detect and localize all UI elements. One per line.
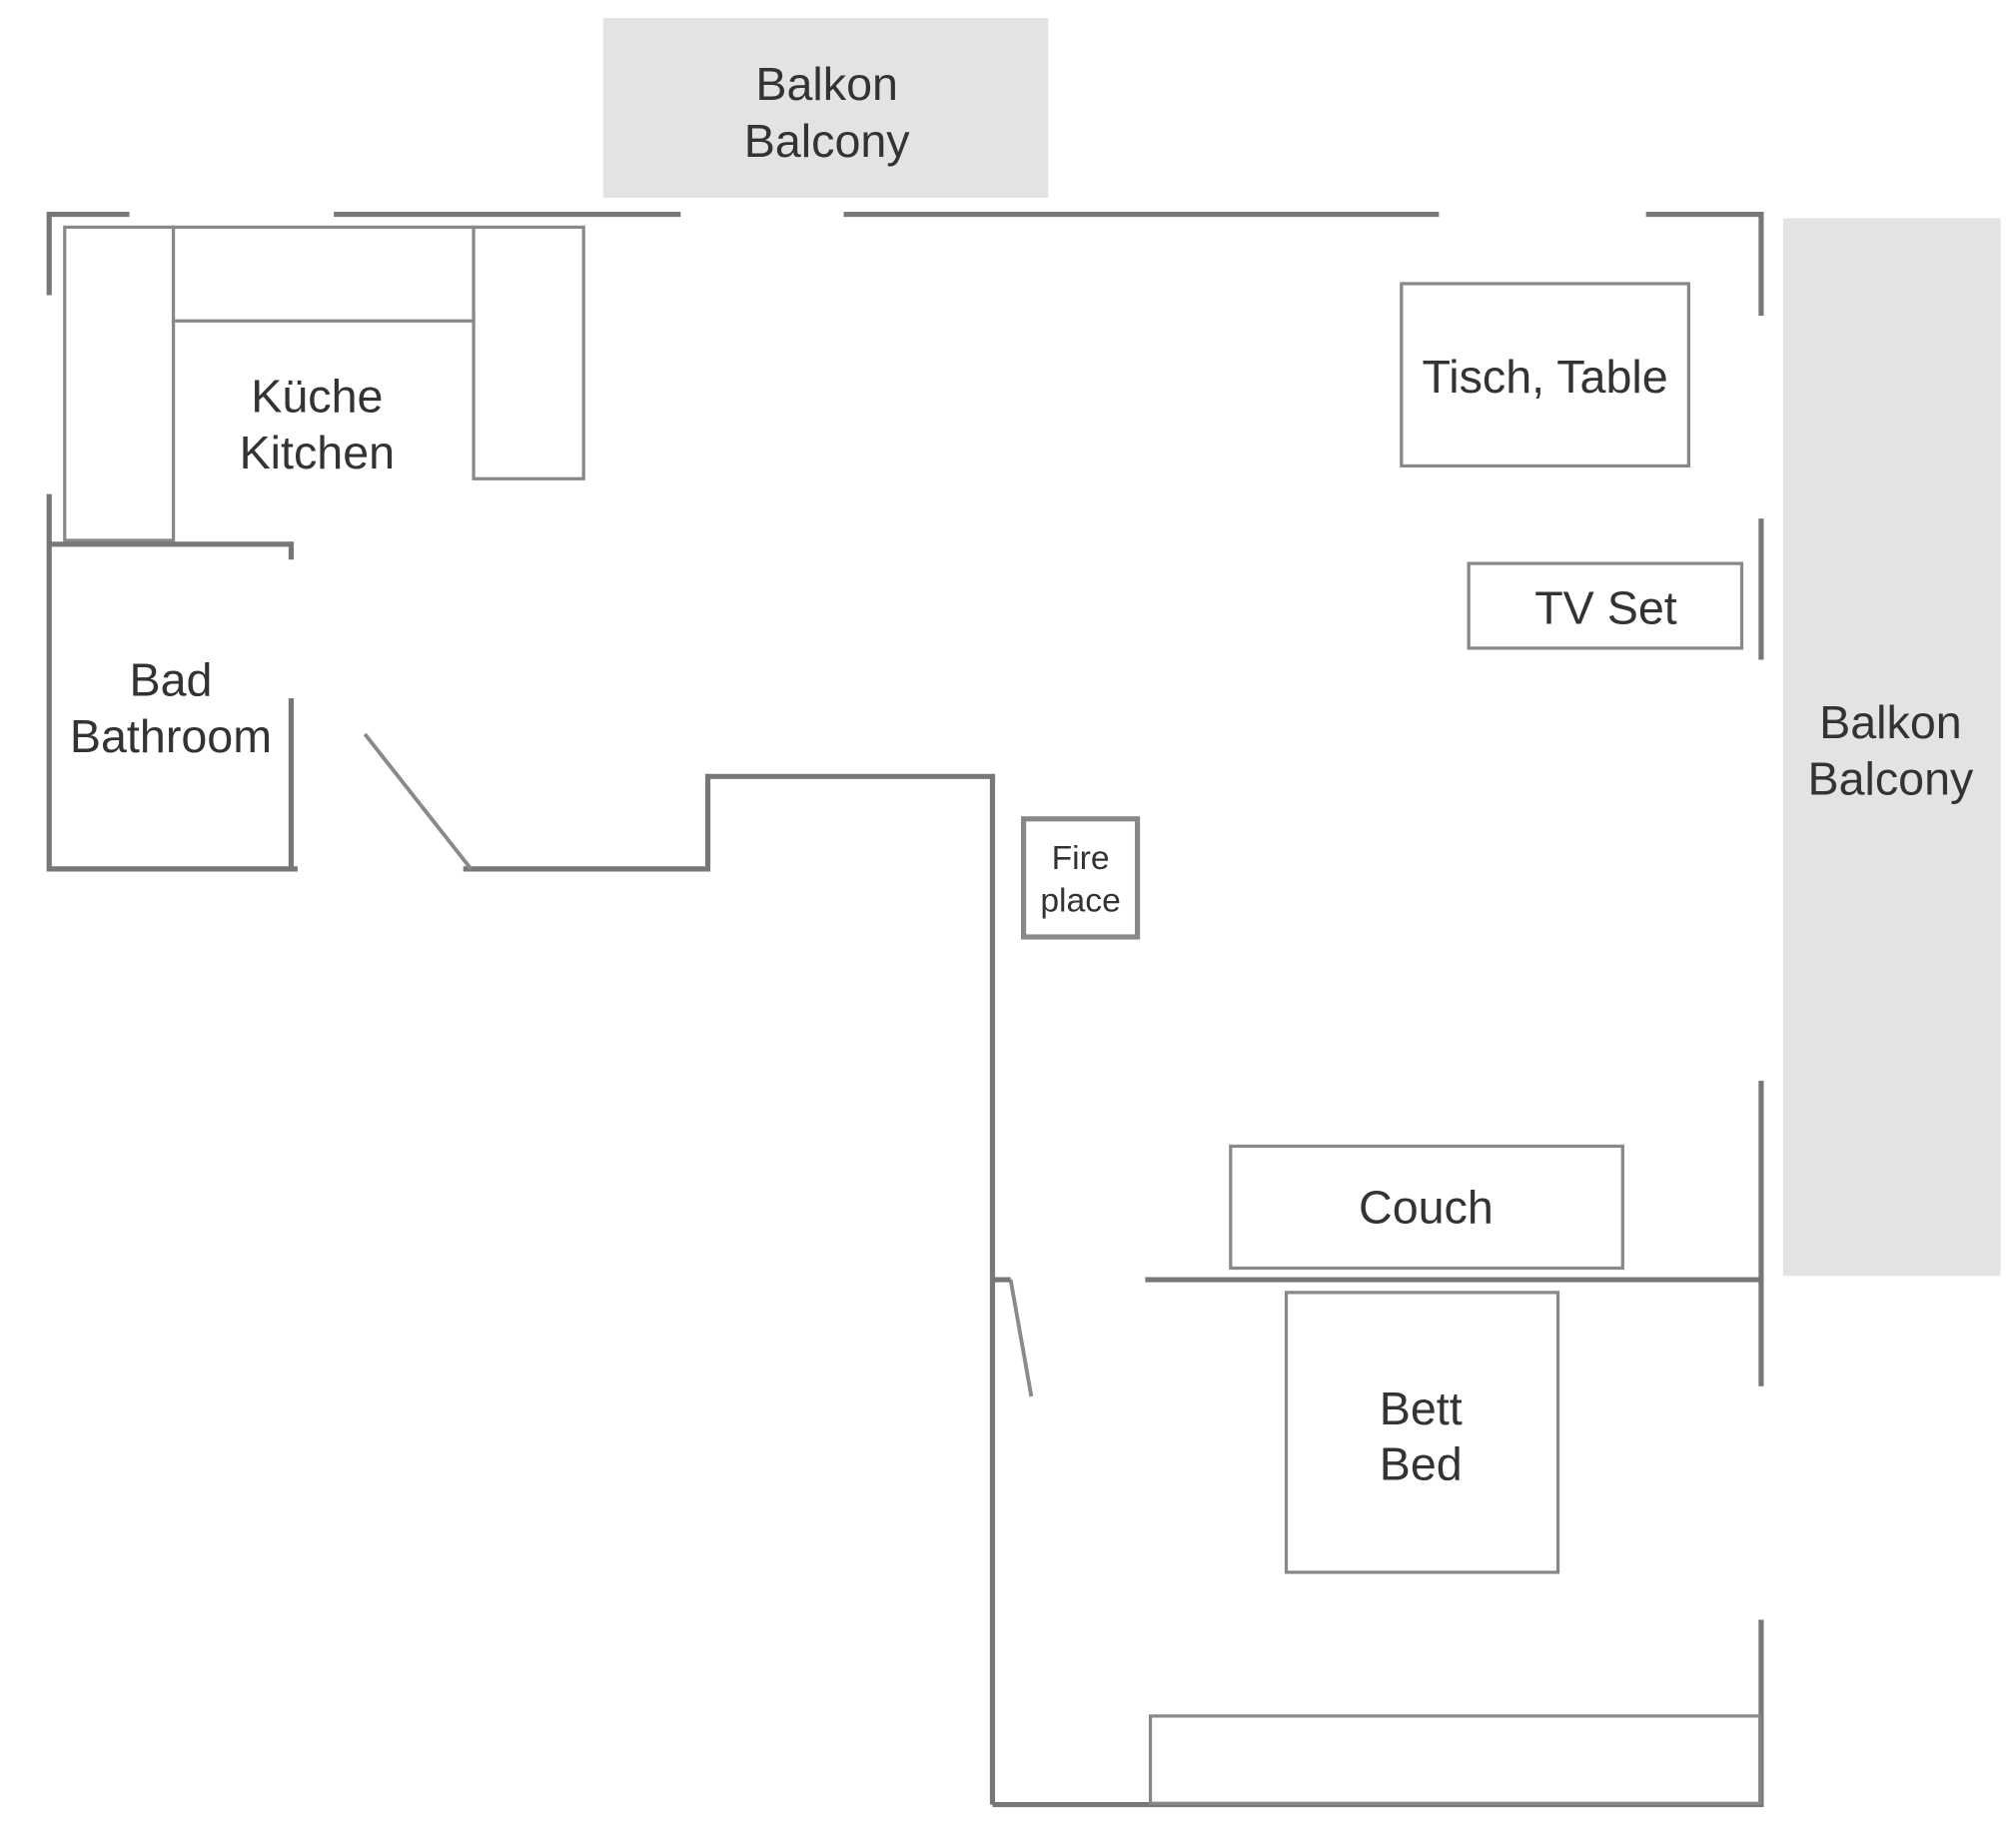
couch (1229, 1144, 1624, 1271)
bathroom-label-en: Bathroom (70, 710, 272, 762)
fireplace-label-line1: Fire (1052, 840, 1110, 877)
tv-set (1467, 561, 1744, 650)
balcony-top (602, 17, 1049, 198)
kitchen-counters (63, 225, 585, 542)
table (1400, 282, 1690, 468)
fireplace (1020, 816, 1141, 940)
balcony-right-label-en: Balcony (1807, 753, 1974, 805)
wardrobe (1148, 1714, 1762, 1805)
kitchen-label-en: Kitchen (240, 427, 396, 478)
balcony-right (1782, 218, 2001, 1277)
table-label: Tisch, Table (1422, 351, 1667, 403)
kitchen-label-de: Küche (251, 371, 383, 423)
bedroom-door (1008, 1279, 1034, 1397)
bathroom-door (363, 732, 474, 871)
fireplace-label-line2: place (1040, 882, 1120, 919)
bed-label-en: Bed (1380, 1438, 1463, 1490)
balcony-right-label-de: Balkon (1819, 696, 1962, 748)
balcony-top-label-de: Balkon (755, 58, 898, 110)
balcony-top-label-en: Balcony (744, 115, 911, 167)
couch-label: Couch (1359, 1182, 1494, 1234)
bed (1284, 1291, 1560, 1574)
bathroom-walls (49, 541, 295, 872)
bathroom-label-de: Bad (129, 654, 212, 706)
tv-set-label: TV Set (1534, 582, 1677, 634)
bed-label-de: Bett (1380, 1382, 1463, 1434)
